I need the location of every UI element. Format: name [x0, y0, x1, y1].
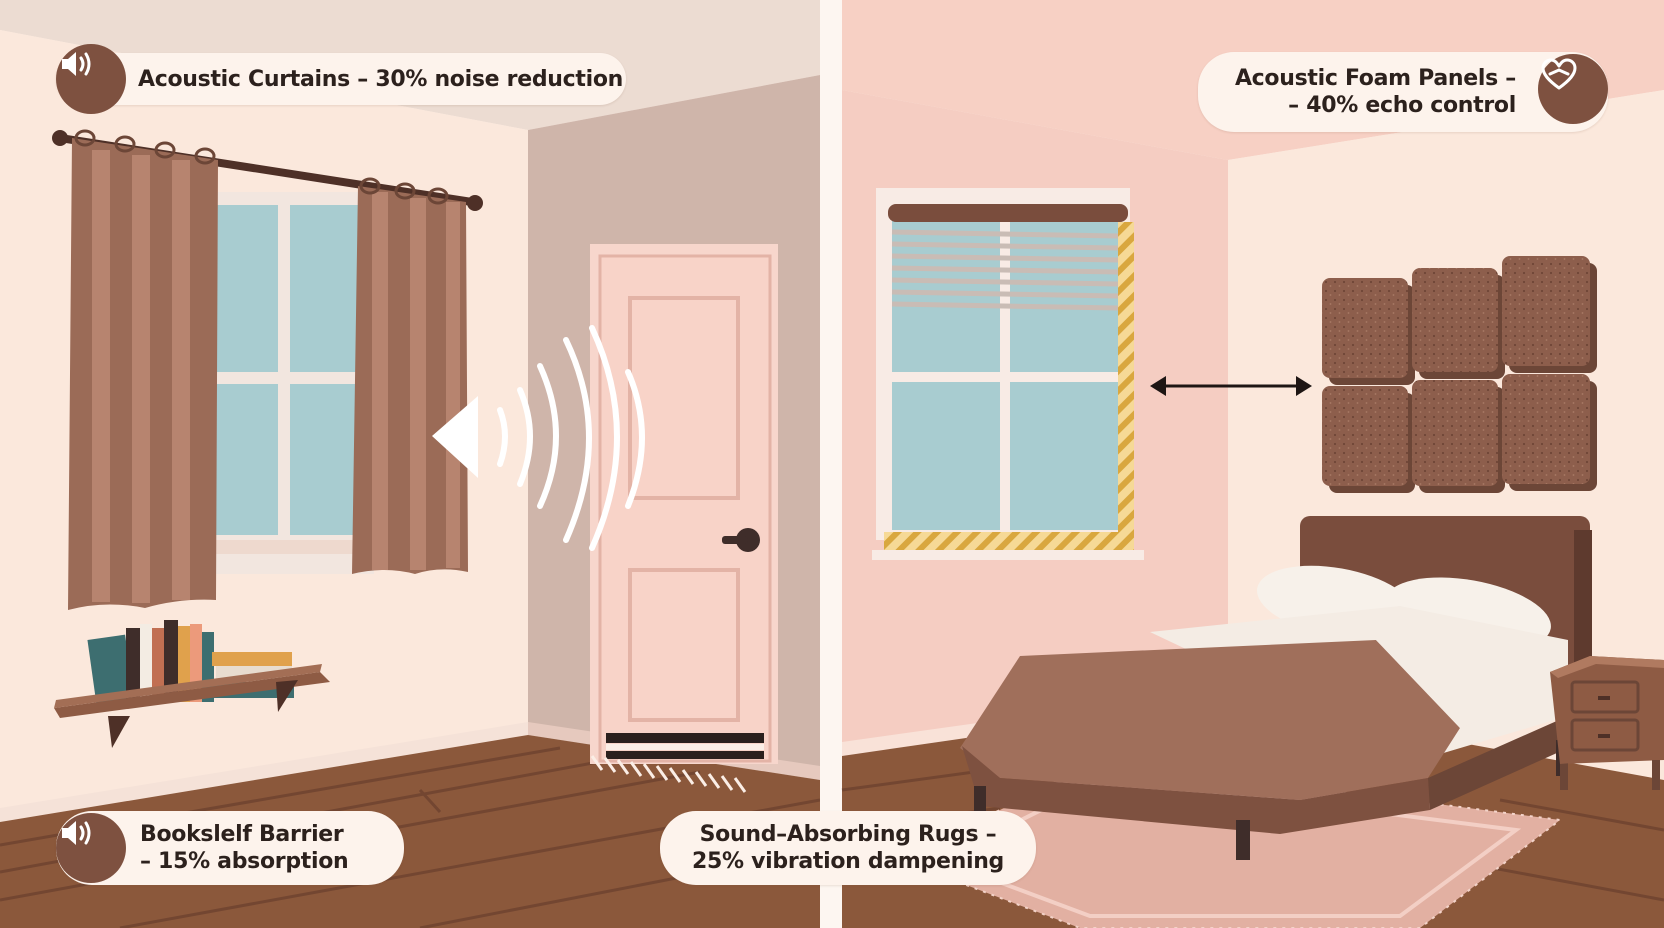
- foam-panels: [1322, 256, 1597, 493]
- right-room: [841, 0, 1664, 928]
- label-bookshelf-line1: Bookslelf Barrier: [140, 822, 344, 847]
- nightstand: [1550, 656, 1664, 790]
- baseboard-left: [0, 722, 528, 822]
- label-bookshelf-line2: – 15% absorption: [140, 849, 349, 874]
- bookshelf: [54, 620, 330, 748]
- left-window: [196, 192, 380, 574]
- label-acoustic-foam-panels: Acoustic Foam Panels – – 40% echo contro…: [1198, 52, 1608, 132]
- right-window: [872, 188, 1144, 560]
- label-rugs-line1: Sound–Absorbing Rugs –: [699, 822, 997, 847]
- heart-icon: [1538, 54, 1608, 124]
- left-room: [0, 0, 821, 928]
- label-acoustic-curtains: Acoustic Curtains – 30% noise reduction: [56, 53, 626, 105]
- curtain-right: [352, 177, 468, 574]
- label-curtains-line1: Acoustic Curtains – 30% noise reduction: [138, 66, 623, 92]
- speaker-icon: [56, 44, 126, 114]
- label-foam-line1: Acoustic Foam Panels –: [1234, 66, 1516, 91]
- door: [590, 244, 778, 793]
- bed: [960, 516, 1592, 860]
- label-rugs-line2: 25% vibration dampening: [691, 849, 1005, 874]
- double-arrow-icon: [1150, 376, 1312, 396]
- curtain-left: [68, 129, 218, 610]
- label-sound-absorbing-rugs: Sound–Absorbing Rugs – 25% vibration dam…: [660, 811, 1036, 885]
- label-foam-line2: – 40% echo control: [1288, 93, 1516, 118]
- speaker-icon: [56, 813, 126, 883]
- sound-waves-icon: [432, 325, 645, 551]
- panel-divider: [820, 0, 842, 928]
